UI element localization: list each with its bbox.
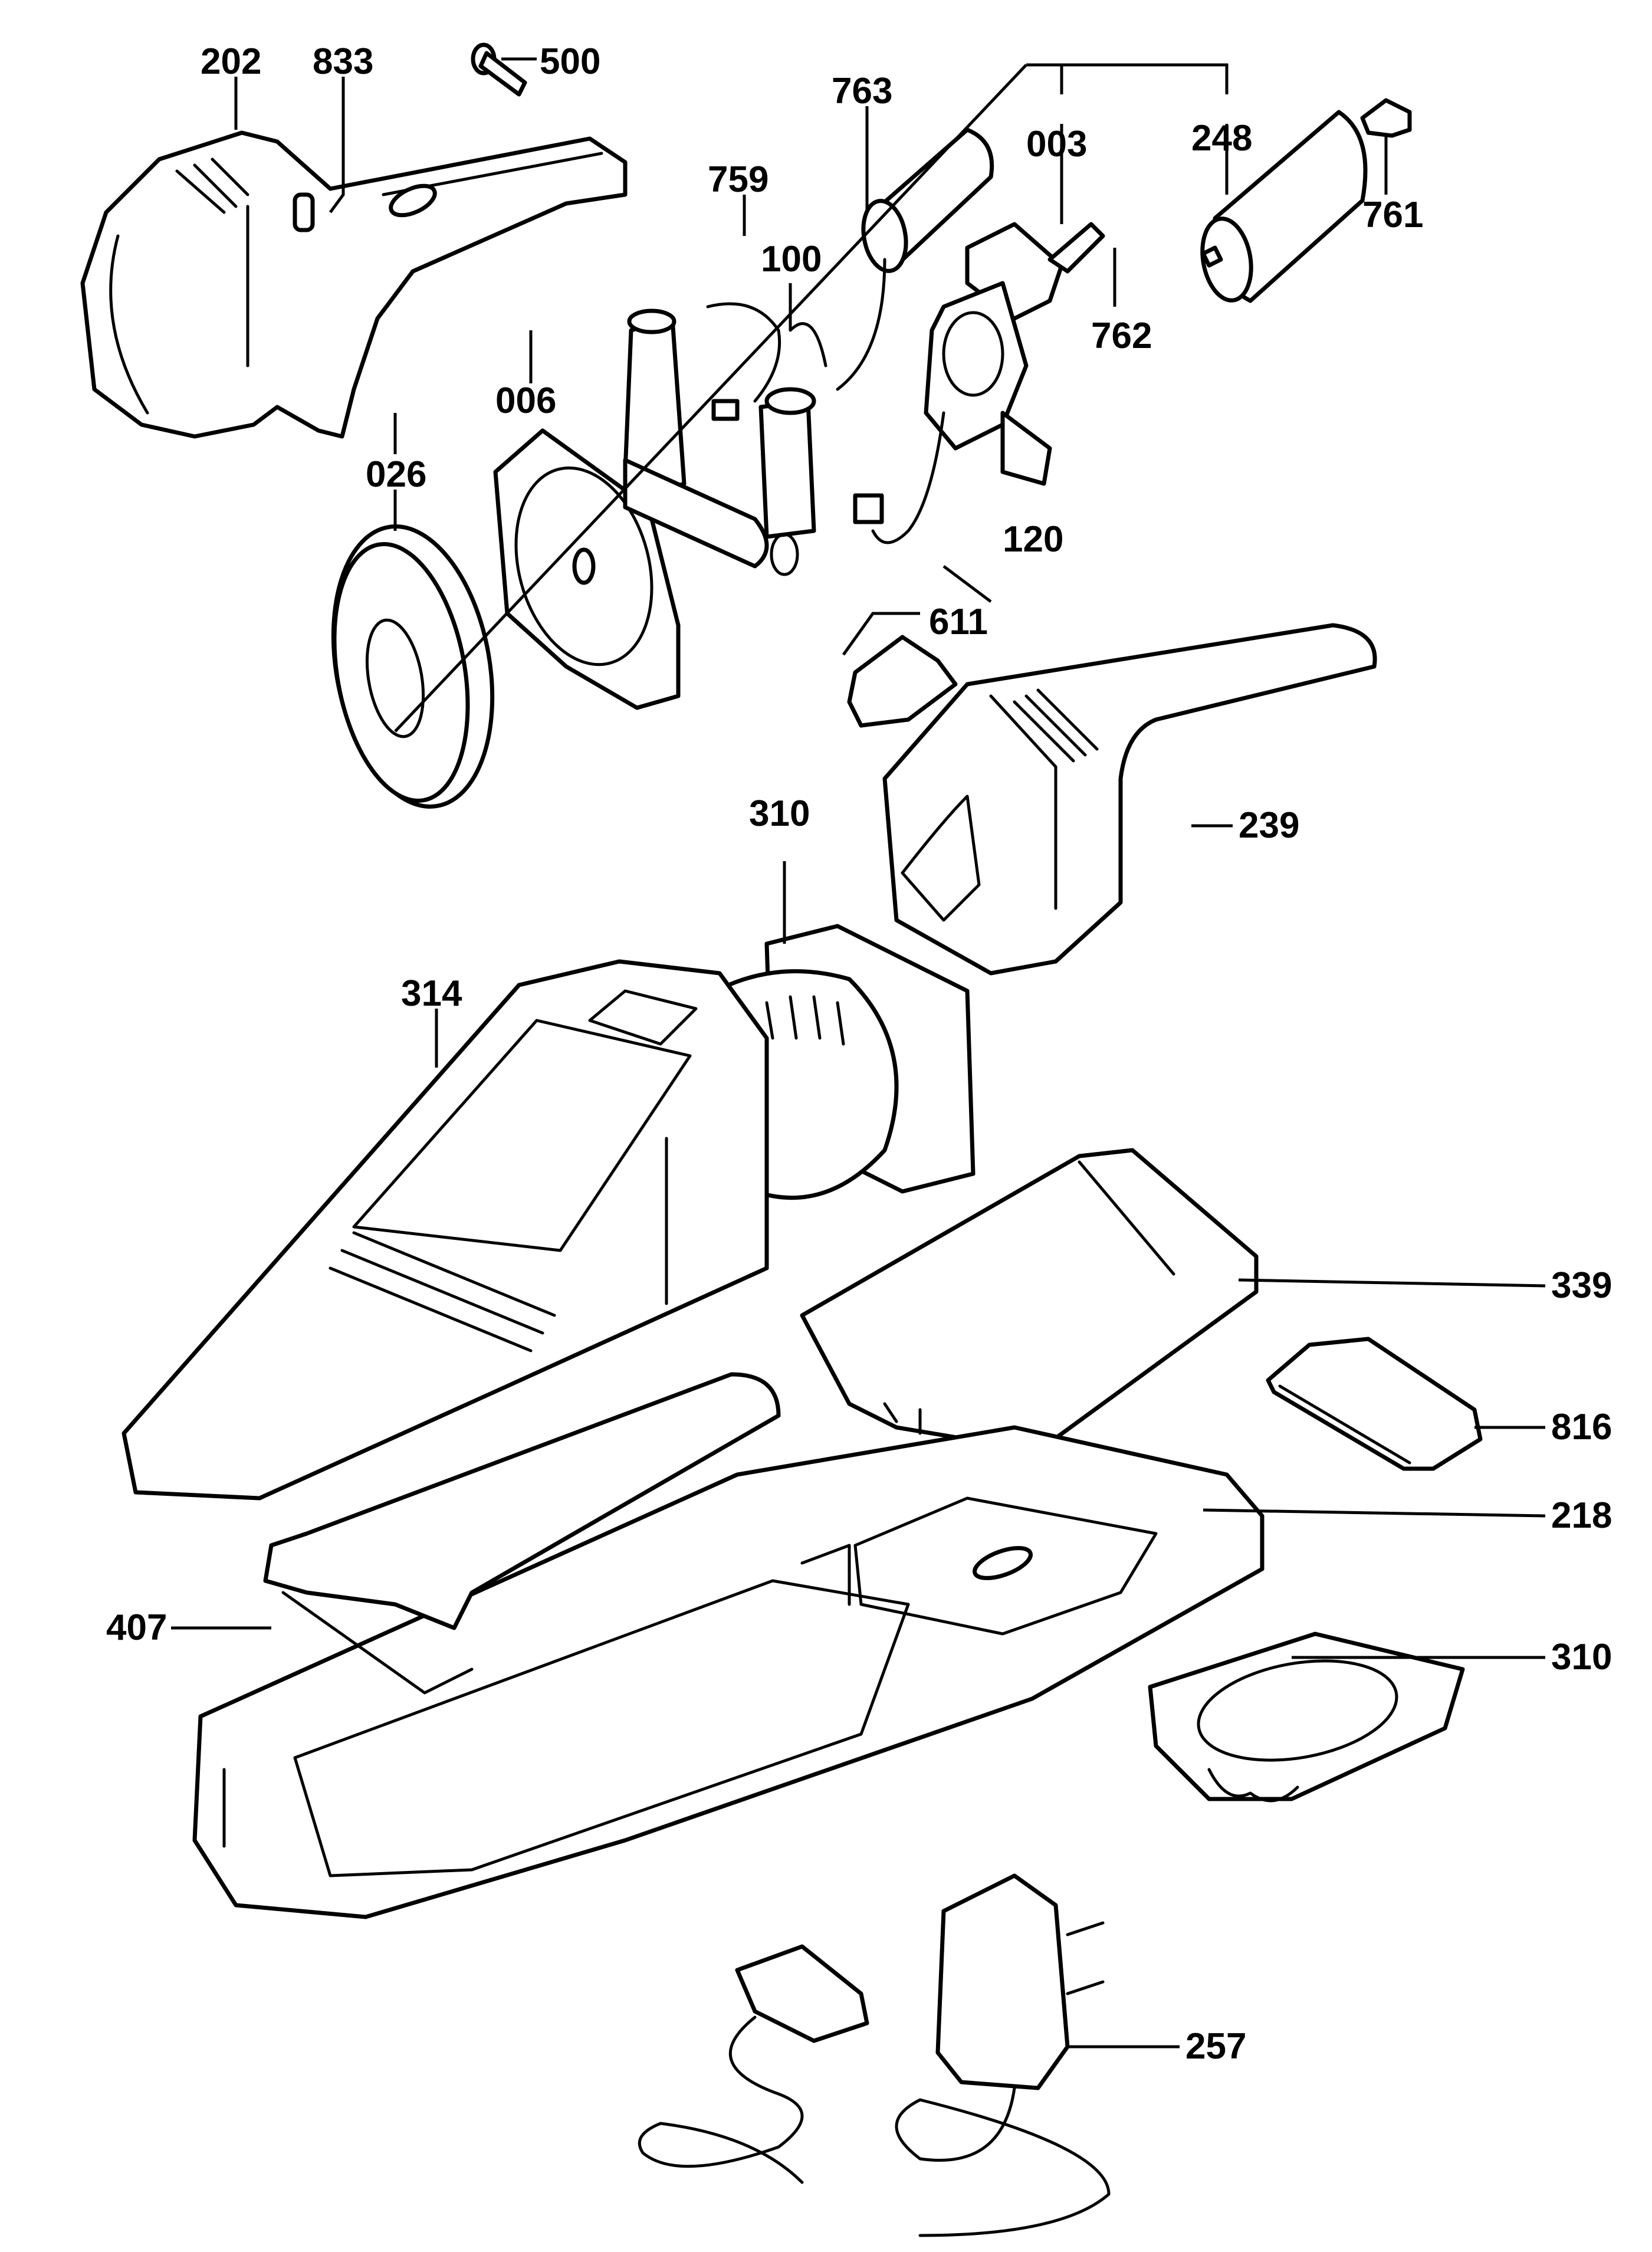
part-003-switch-assembly — [924, 222, 1105, 486]
label-611: 611 — [929, 602, 988, 642]
label-003: 003 — [1026, 124, 1087, 165]
part-763-capacitor — [836, 127, 994, 391]
label-310-upper: 310 — [749, 793, 810, 834]
leader-lines — [171, 57, 1546, 2049]
label-407: 407 — [106, 1607, 167, 1648]
part-006-fan-housing — [493, 308, 816, 710]
part-239-handle-housing — [882, 623, 1377, 976]
label-761: 761 — [1362, 195, 1423, 235]
part-611-switch-button — [847, 635, 958, 728]
label-120: 120 — [1003, 519, 1063, 560]
label-100: 100 — [761, 239, 822, 280]
label-339: 339 — [1551, 1265, 1612, 1306]
part-761-terminal — [1360, 98, 1412, 138]
part-407-crevice-tool — [263, 1372, 781, 1695]
label-500: 500 — [540, 41, 600, 82]
part-500-screw — [471, 42, 527, 97]
label-833: 833 — [313, 41, 373, 82]
label-762: 762 — [1091, 316, 1152, 356]
label-248: 248 — [1191, 118, 1252, 159]
part-100-lead — [706, 302, 827, 421]
part-labels: 202 833 500 763 003 248 761 759 100 762 … — [106, 41, 1612, 2067]
part-218-base — [192, 1425, 1265, 1919]
part-310-filter-cup — [1148, 1631, 1465, 1803]
part-026-fan — [331, 524, 495, 809]
part-314-dust-bowl — [121, 959, 769, 1501]
part-257-charger — [638, 1873, 1111, 2237]
label-026: 026 — [366, 454, 426, 495]
label-310-lower: 310 — [1551, 1637, 1612, 1677]
label-257: 257 — [1185, 2026, 1246, 2067]
label-816: 816 — [1551, 1407, 1612, 1447]
part-202-motor-housing — [80, 130, 628, 439]
part-248-motor — [1200, 110, 1368, 303]
part-339-cover — [800, 1148, 1259, 1453]
label-763: 763 — [832, 71, 892, 111]
label-202: 202 — [201, 41, 261, 82]
label-314: 314 — [401, 973, 462, 1014]
part-120-lead — [853, 411, 945, 544]
label-006: 006 — [495, 380, 556, 421]
label-759: 759 — [708, 159, 768, 200]
label-239: 239 — [1239, 805, 1299, 846]
part-816-latch — [1266, 1337, 1483, 1471]
label-218: 218 — [1551, 1495, 1612, 1536]
